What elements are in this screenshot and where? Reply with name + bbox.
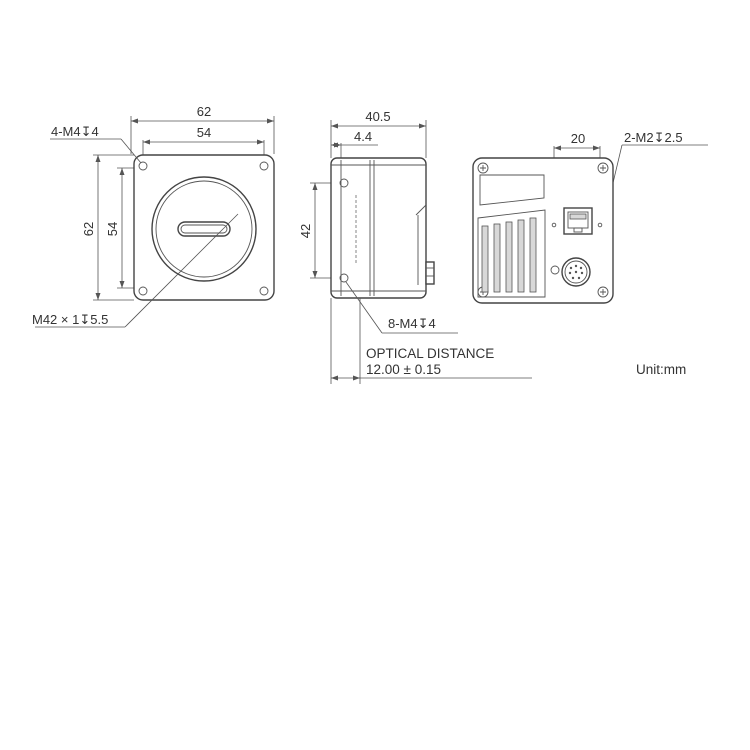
mount-label: M42 × 1↧5.5	[32, 312, 108, 327]
side-view: 40.5 4.4 42 8-M4↧4	[298, 109, 532, 384]
rear-holes-label: 2-M2↧2.5	[624, 130, 683, 145]
side-holes-label: 8-M4↧4	[388, 316, 436, 331]
rear-view: 20 2-M2↧2.5	[472, 130, 708, 304]
io-connector	[550, 257, 591, 287]
side-flange-label: 4.4	[354, 129, 372, 144]
optical-distance-label: OPTICAL DISTANCE	[366, 346, 494, 361]
ethernet-port	[563, 207, 593, 235]
depth-symbol: ↧	[654, 130, 665, 145]
front-height-outer-label: 62	[81, 222, 96, 236]
front-view: 62 54 62 54	[32, 104, 275, 328]
front-height-inner-label: 54	[105, 222, 120, 236]
corner-holes-label: 4-M4↧4	[51, 124, 99, 139]
heat-sink-fins	[477, 209, 546, 298]
depth-symbol: ↧	[81, 124, 92, 139]
front-width-inner-label: 54	[197, 125, 211, 140]
side-hole-spacing-label: 42	[298, 224, 313, 238]
unit-label: Unit:mm	[636, 362, 686, 377]
depth-symbol: ↧	[79, 312, 90, 327]
front-width-outer-label: 62	[197, 104, 211, 119]
side-length-label: 40.5	[365, 109, 390, 124]
rear-hole-spacing-label: 20	[571, 131, 585, 146]
depth-symbol: ↧	[418, 316, 429, 331]
optical-distance-value: 12.00 ± 0.15	[366, 362, 441, 377]
